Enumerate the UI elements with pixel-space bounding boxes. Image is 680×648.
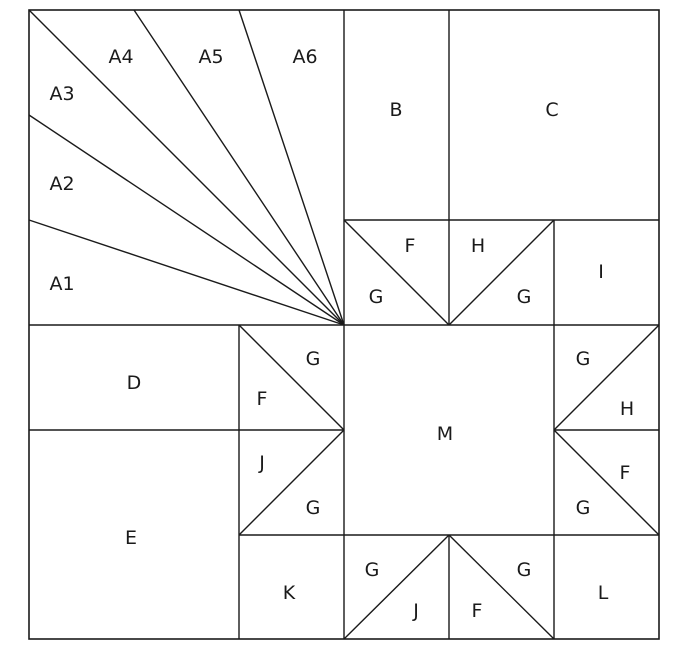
label-a5: A5 bbox=[198, 46, 223, 68]
label-c: C bbox=[545, 99, 558, 121]
label-f-right: F bbox=[620, 462, 631, 484]
label-g-left-lower: G bbox=[306, 497, 321, 519]
label-g-right-lower: G bbox=[576, 497, 591, 519]
piece-labels: A1 A2 A3 A4 A5 A6 B C F G H G I D G F J … bbox=[49, 46, 634, 622]
label-g-bottom-right: G bbox=[517, 559, 532, 581]
label-g-bottom-left: G bbox=[365, 559, 380, 581]
label-d: D bbox=[127, 372, 142, 394]
label-a6: A6 bbox=[292, 46, 317, 68]
label-k: K bbox=[283, 582, 296, 604]
label-g-top-left: G bbox=[369, 286, 384, 308]
label-a4: A4 bbox=[108, 46, 133, 68]
label-f-bottom: F bbox=[472, 600, 483, 622]
label-j-left: J bbox=[258, 452, 265, 474]
label-g-top-right: G bbox=[517, 286, 532, 308]
label-i: I bbox=[598, 261, 604, 283]
label-e: E bbox=[125, 527, 137, 549]
label-l: L bbox=[598, 582, 609, 604]
label-h-right: H bbox=[620, 398, 634, 420]
label-f-top: F bbox=[405, 235, 416, 257]
label-m: M bbox=[437, 423, 453, 445]
label-a1: A1 bbox=[49, 273, 74, 295]
label-a3: A3 bbox=[49, 83, 74, 105]
label-g-right-upper: G bbox=[576, 348, 591, 370]
label-b: B bbox=[389, 99, 402, 121]
label-h-top: H bbox=[471, 235, 485, 257]
piece-lines bbox=[28, 9, 660, 640]
label-g-left-upper: G bbox=[306, 348, 321, 370]
label-f-left: F bbox=[257, 388, 268, 410]
label-j-bottom: J bbox=[412, 600, 419, 622]
label-a2: A2 bbox=[49, 173, 74, 195]
